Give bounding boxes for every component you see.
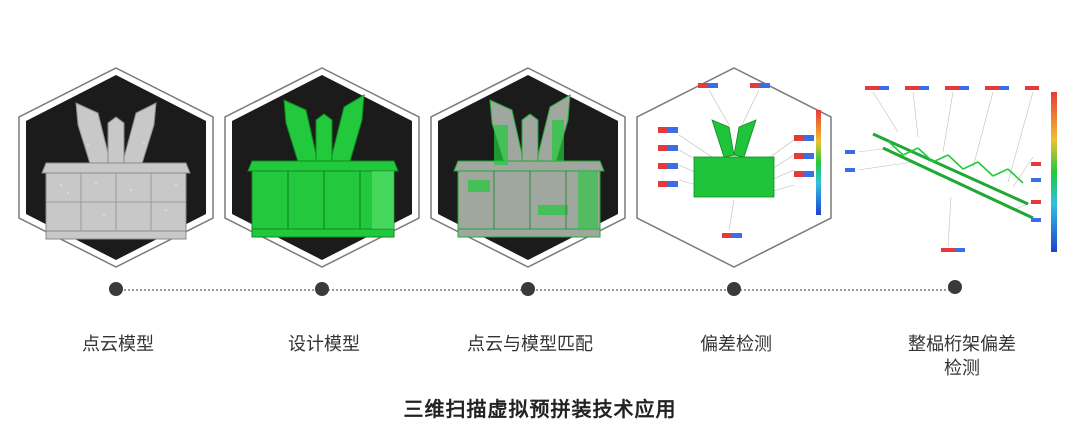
step-4-image	[634, 65, 834, 270]
step-label-2: 设计模型	[288, 334, 360, 355]
step-1-image	[16, 65, 216, 270]
timeline-node-3	[521, 282, 535, 296]
timeline-node-1	[109, 282, 123, 296]
timeline-node-5	[948, 280, 962, 294]
step-label-3: 点云与模型匹配	[467, 334, 593, 355]
timeline-node-4	[727, 282, 741, 296]
step-5-image	[843, 82, 1067, 260]
step-3-image	[428, 65, 628, 270]
step-label-1: 点云模型	[82, 334, 154, 355]
timeline-line	[117, 289, 957, 291]
timeline-node-2	[315, 282, 329, 296]
point-cloud-model-icon	[18, 67, 214, 268]
truss-deviation-icon	[845, 86, 1057, 252]
cloud-model-match-icon	[430, 67, 626, 268]
deviation-check-icon	[636, 67, 832, 268]
step-2-image	[222, 65, 422, 270]
design-model-icon	[224, 67, 420, 268]
step-label-4: 偏差检测	[700, 334, 772, 355]
diagram-caption: 三维扫描虚拟预拼装技术应用	[403, 397, 677, 421]
step-label-5: 整榀桁架偏差检测	[908, 334, 1016, 379]
